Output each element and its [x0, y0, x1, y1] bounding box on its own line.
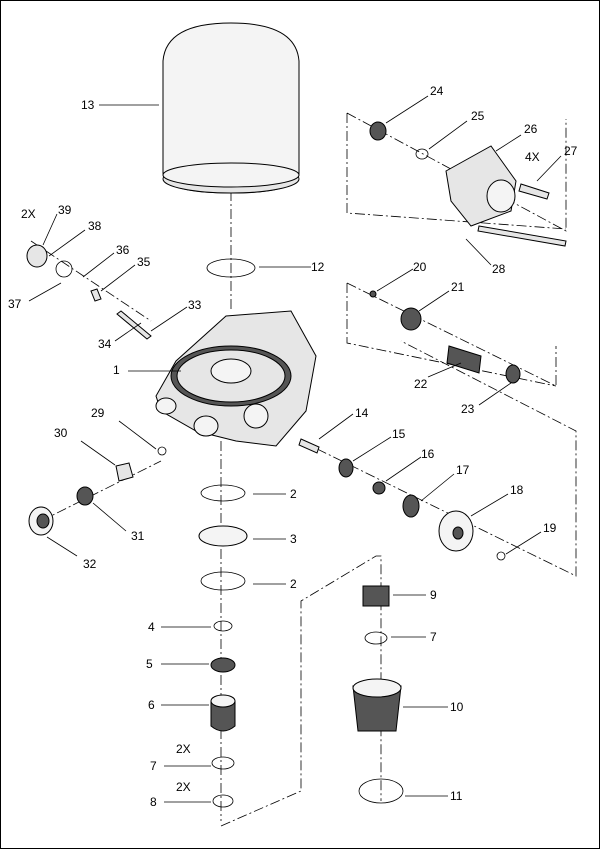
- assembly-centerlines: [30, 112, 577, 827]
- callout-8: 8: [150, 795, 157, 809]
- callout-24: 24: [430, 84, 444, 98]
- callout-38: 38: [88, 219, 102, 233]
- part-13-filter-cartridge: [162, 22, 300, 194]
- callout-2x-8: 2X: [176, 780, 191, 794]
- parts-20-23: [369, 290, 521, 384]
- callout-37: 37: [8, 297, 22, 311]
- callout-4: 4: [148, 620, 155, 634]
- callout-5: 5: [146, 657, 153, 671]
- callout-19: 19: [543, 521, 557, 535]
- callout-9: 9: [430, 588, 437, 602]
- callout-2-lower: 2: [290, 577, 297, 591]
- callout-28: 28: [492, 262, 506, 276]
- callout-2x: 2X: [21, 207, 36, 221]
- callout-21: 21: [451, 280, 465, 294]
- callout-18: 18: [510, 483, 524, 497]
- callout-2-upper: 2: [290, 487, 297, 501]
- parts-14-19: [298, 438, 506, 561]
- callout-2x-7: 2X: [176, 742, 191, 756]
- callout-17: 17: [456, 463, 470, 477]
- callout-16: 16: [421, 447, 435, 461]
- callout-6: 6: [148, 698, 155, 712]
- parts-24-28: [369, 121, 567, 247]
- callout-35: 35: [137, 255, 151, 269]
- callout-15: 15: [392, 427, 406, 441]
- part-12-ring: [206, 258, 256, 278]
- callout-7-right: 7: [430, 630, 437, 644]
- callout-13: 13: [81, 98, 95, 112]
- callout-33: 33: [188, 298, 202, 312]
- callout-14: 14: [355, 406, 369, 420]
- callout-labels: 13 24 25 26 4X 27 28 2X 39 38 36 35 37 1…: [8, 84, 578, 809]
- leader-lines: [28, 95, 562, 803]
- callout-3: 3: [290, 532, 297, 546]
- callout-25: 25: [471, 109, 485, 123]
- callout-4x: 4X: [525, 150, 540, 164]
- part-1-housing: [155, 310, 317, 447]
- callout-36: 36: [116, 243, 130, 257]
- callout-34: 34: [98, 337, 112, 351]
- callout-22: 22: [414, 377, 428, 391]
- callout-30: 30: [54, 426, 68, 440]
- callout-26: 26: [524, 122, 538, 136]
- parts-9-11-stack: [352, 585, 404, 804]
- callout-23: 23: [461, 402, 475, 416]
- callout-11: 11: [450, 789, 463, 803]
- parts-2-8-stack: [198, 484, 248, 808]
- callout-20: 20: [413, 260, 427, 274]
- parts-29-39: [26, 244, 167, 536]
- callout-27: 27: [564, 144, 578, 158]
- callout-12: 12: [311, 260, 325, 274]
- callout-39: 39: [58, 203, 72, 217]
- callout-29: 29: [91, 406, 105, 420]
- callout-1: 1: [113, 363, 120, 377]
- callout-32: 32: [83, 557, 97, 571]
- callout-7-left: 7: [150, 759, 157, 773]
- callout-10: 10: [450, 700, 464, 714]
- callout-31: 31: [131, 529, 145, 543]
